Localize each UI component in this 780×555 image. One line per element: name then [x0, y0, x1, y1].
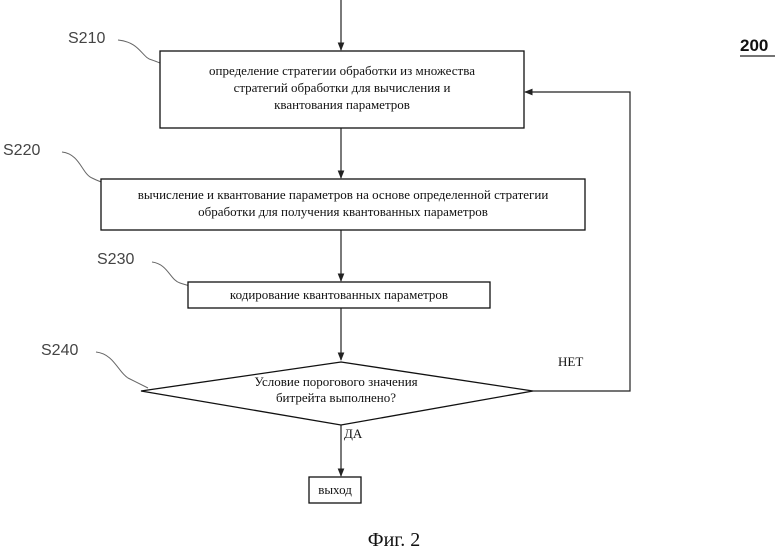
leader-s240 — [96, 352, 148, 388]
step-label-s230: S230 — [97, 251, 134, 268]
box-text-s220-line2: обработки для получения квантованных пар… — [198, 204, 488, 219]
figure-caption: Фиг. 2 — [368, 529, 420, 551]
step-label-s220: S220 — [3, 142, 40, 159]
exit-box-label: выход — [318, 482, 352, 497]
branch-label-yes: ДА — [344, 426, 363, 441]
step-label-s240: S240 — [41, 342, 78, 359]
step-label-s210: S210 — [68, 30, 105, 47]
decision-text-line2: битрейта выполнено? — [276, 390, 396, 405]
loop-back-arrow — [525, 92, 630, 391]
box-text-s210-line2: стратегий обработки для вычисления и — [234, 80, 451, 95]
decision-text-line1: Условие порогового значения — [254, 374, 417, 389]
branch-label-no: НЕТ — [558, 354, 583, 369]
figure-number: 200 — [740, 36, 768, 55]
box-text-s210-line1: определение стратегии обработки из множе… — [209, 63, 475, 78]
box-text-s220-line1: вычисление и квантование параметров на о… — [138, 187, 549, 202]
box-text-s230-line1: кодирование квантованных параметров — [230, 287, 448, 302]
box-text-s210-line3: квантования параметров — [274, 97, 410, 112]
